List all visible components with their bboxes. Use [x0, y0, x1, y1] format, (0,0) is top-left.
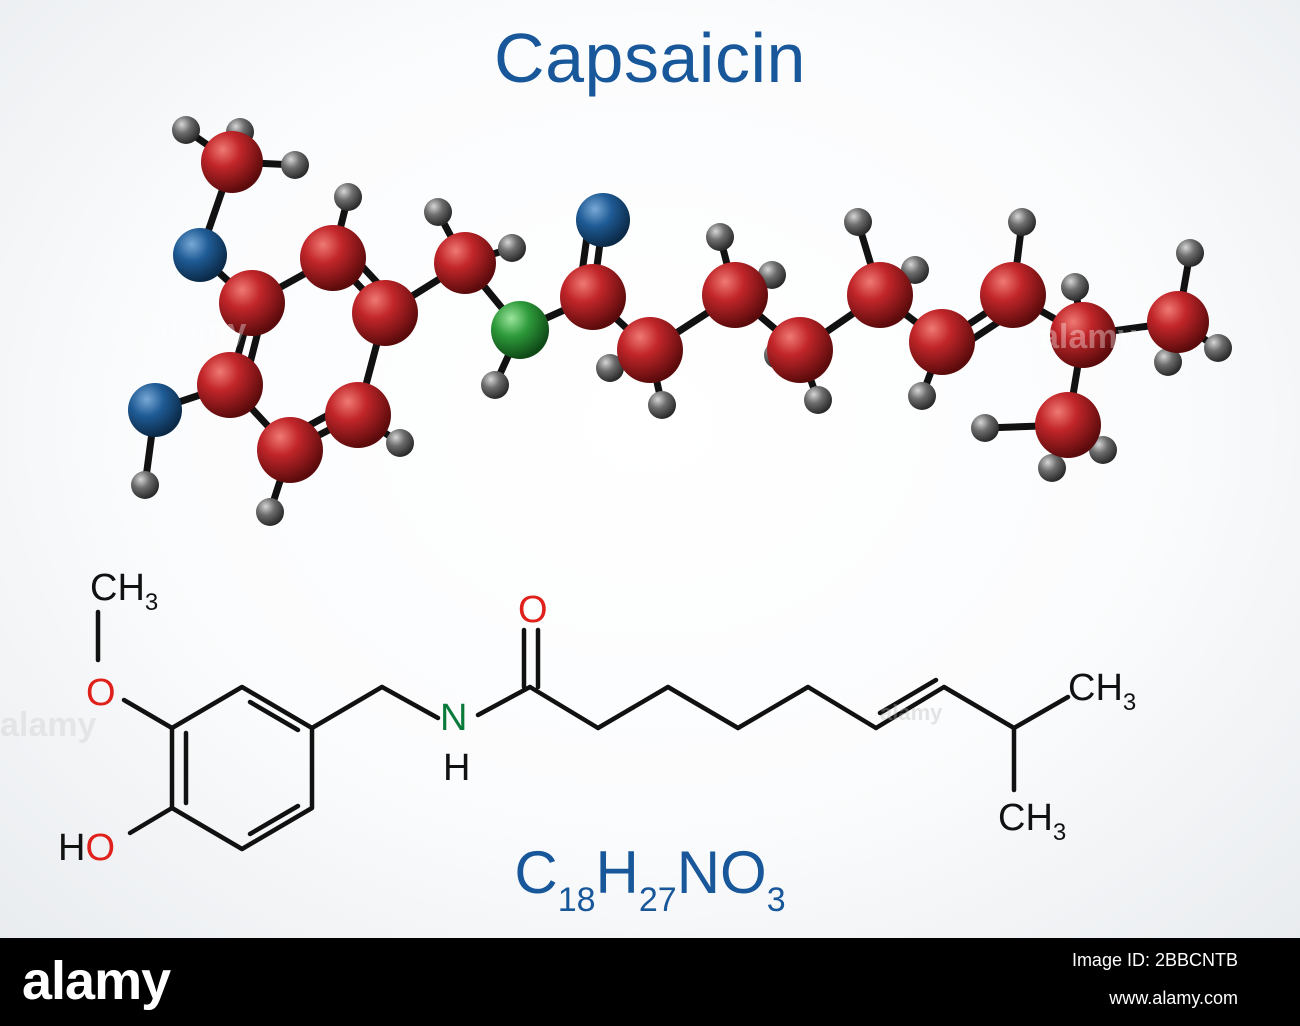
watermark: alamy [0, 706, 97, 744]
amide-hydrogen-label: H [443, 747, 470, 789]
methyl-right-label: CH3 [1068, 667, 1136, 716]
carbonyl-oxygen-label: O [518, 589, 548, 631]
methyl-bottom-label: CH3 [998, 797, 1066, 846]
brand-logo: alamy [22, 951, 171, 1011]
illustration-canvas: Capsaicin [0, 0, 1300, 938]
image-id-text: Image ID: 2BBCNTB [1071, 950, 1238, 970]
skeletal-bonds [95, 609, 1071, 852]
watermark: alamy [150, 312, 247, 350]
site-url-text: www.alamy.com [1109, 988, 1238, 1008]
skeletal-formula: CH3 O HO N H O CH3 CH3 [58, 567, 1136, 869]
watermark: alamy [1040, 318, 1137, 356]
molecular-formula: C18H27NO3 [514, 839, 786, 919]
hydroxyl-label: HO [58, 827, 115, 869]
methyl-top-label: CH3 [90, 567, 158, 616]
watermark: alamy [880, 700, 943, 725]
ball-and-stick-model [128, 116, 1232, 526]
amide-nitrogen-label: N [440, 697, 467, 739]
skeletal-atom-labels: CH3 O HO N H O CH3 CH3 [58, 567, 1136, 869]
model-atoms [128, 116, 1232, 526]
ether-oxygen-label: O [86, 672, 116, 714]
molecule-title: Capsaicin [494, 19, 806, 97]
stock-footer: alamy Image ID: 2BBCNTB www.alamy.com [0, 938, 1300, 1026]
